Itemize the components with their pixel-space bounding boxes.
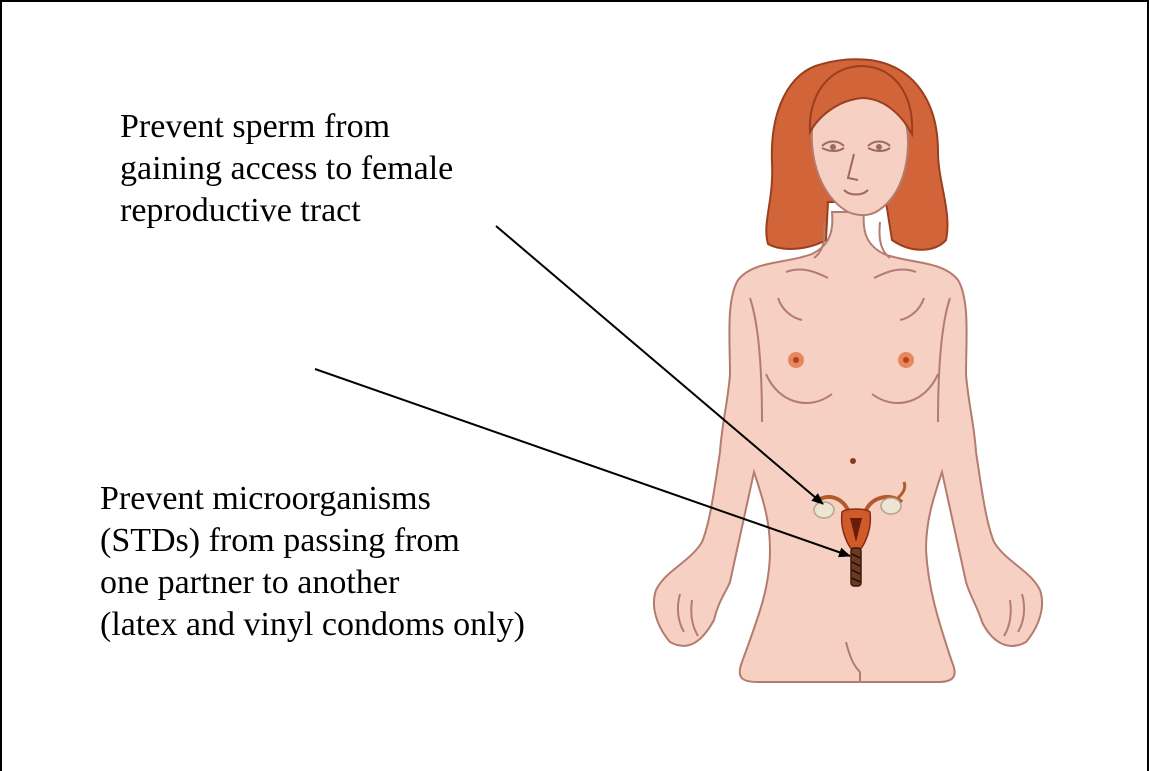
body: [654, 212, 1042, 682]
navel: [850, 458, 856, 464]
